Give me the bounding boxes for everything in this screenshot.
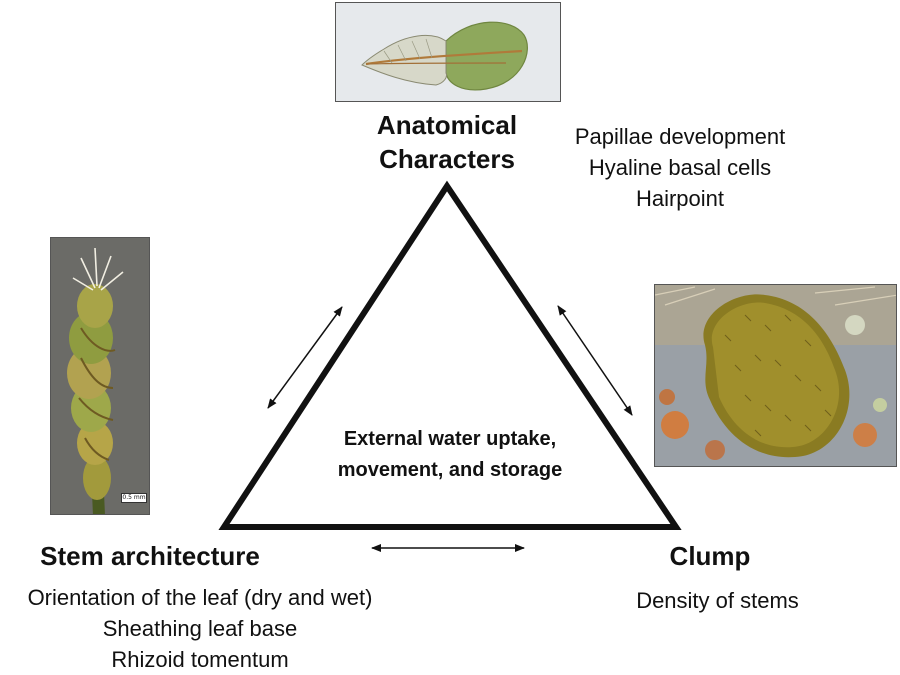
clump-title: Clump	[669, 541, 751, 571]
leaf-micrograph-photo	[335, 2, 561, 102]
center-line-2: movement, and storage	[337, 459, 563, 481]
stem-architecture-title: Stem architecture	[40, 541, 260, 571]
stem-architecture-details: Orientation of the leaf (dry and wet) Sh…	[0, 582, 400, 675]
center-label: External water uptake, movement, and sto…	[300, 424, 600, 486]
moss-stem-photo: 0.5 mm	[50, 237, 150, 515]
scale-bar-label: 0.5 mm	[121, 493, 147, 503]
stem-illustration	[51, 238, 149, 514]
leaf-illustration	[336, 3, 560, 101]
detail-hairpoint: Hairpoint	[635, 186, 725, 211]
center-line-1: External water uptake,	[343, 428, 557, 450]
cushion-illustration	[655, 285, 896, 466]
detail-rhizoid-tomentum: Rhizoid tomentum	[111, 647, 289, 672]
anatomical-characters-title: Anatomical Characters	[352, 108, 542, 176]
detail-sheathing-base: Sheathing leaf base	[102, 616, 298, 641]
arrow-right-side	[557, 305, 633, 416]
title-line-2: Characters	[379, 144, 515, 174]
arrow-left-side	[267, 306, 343, 409]
detail-stem-density: Density of stems	[636, 588, 799, 613]
moss-cushion-photo	[654, 284, 897, 467]
detail-leaf-orientation: Orientation of the leaf (dry and wet)	[27, 585, 373, 610]
anatomical-details-list: Papillae development Hyaline basal cells…	[538, 121, 822, 214]
clump-details: Density of stems	[605, 585, 830, 616]
detail-papillae: Papillae development	[574, 124, 786, 149]
title-line-1: Anatomical	[376, 110, 518, 140]
detail-hyaline: Hyaline basal cells	[588, 155, 772, 180]
